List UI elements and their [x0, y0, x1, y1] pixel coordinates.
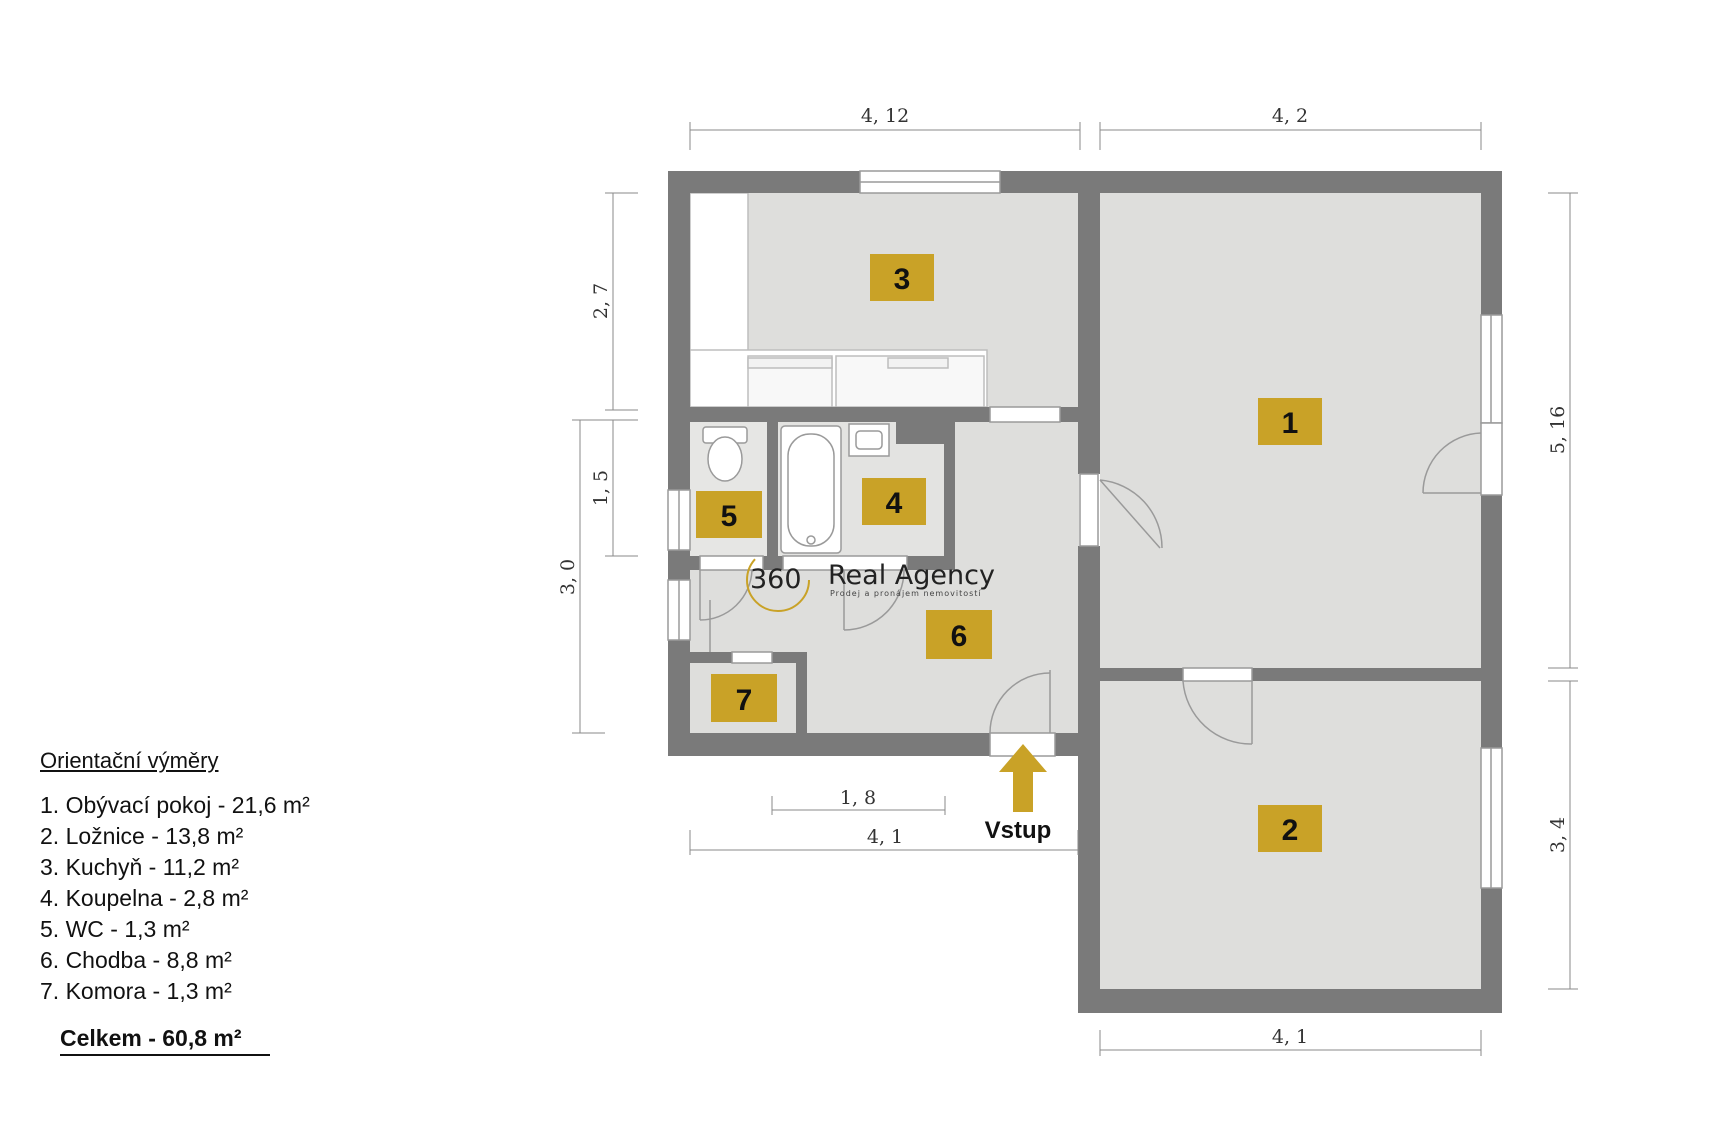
legend-list: 1. Obývací pokoj - 21,6 m² 2. Ložnice - …	[40, 790, 310, 1007]
sink-icon	[848, 423, 890, 457]
area-legend: Orientační výměry 1. Obývací pokoj - 21,…	[40, 748, 310, 1056]
dimension-bottom-inner: 1, 8	[840, 787, 876, 809]
legend-item: 7. Komora - 1,3 m²	[40, 978, 232, 1004]
room-labels: 1 2 3 4 5 6 7	[696, 254, 1322, 852]
entrance-marker: Vstup	[985, 744, 1052, 844]
svg-text:5: 5	[721, 500, 738, 533]
dimension-top-left: 4, 12	[861, 105, 909, 127]
dimension-bottom-left: 4, 1	[867, 826, 903, 848]
legend-total: Celkem - 60,8 m²	[60, 1025, 270, 1056]
logo-circle-icon	[746, 548, 810, 612]
room-label-7: 7	[711, 674, 777, 722]
room-label-1: 1	[1258, 398, 1322, 445]
svg-text:6: 6	[951, 620, 968, 653]
kitchen-counters	[689, 192, 988, 408]
toilet-icon	[702, 426, 748, 482]
dimension-labels: 4, 12 4, 2 2, 7 1, 5 3, 0 5, 16 3, 4 1, …	[557, 105, 1569, 1048]
dimension-lines	[572, 122, 1578, 1056]
legend-item: 6. Chodba - 8,8 m²	[40, 947, 232, 973]
dimension-right-upper: 5, 16	[1547, 406, 1569, 454]
svg-text:7: 7	[736, 684, 753, 717]
dimension-left-lower: 3, 0	[557, 559, 579, 595]
doors	[699, 406, 1503, 757]
room-label-5: 5	[696, 491, 762, 538]
svg-text:4: 4	[886, 487, 903, 520]
fixtures	[702, 423, 890, 554]
logo-tagline: Prodej a pronájem nemovitostí	[830, 589, 982, 598]
svg-text:2: 2	[1282, 814, 1299, 847]
svg-text:3: 3	[894, 263, 911, 296]
room-label-3: 3	[870, 254, 934, 301]
room-label-2: 2	[1258, 805, 1322, 852]
dimension-right-lower: 3, 4	[1547, 817, 1569, 853]
room-label-4: 4	[862, 478, 926, 525]
legend-item: 1. Obývací pokoj - 21,6 m²	[40, 792, 310, 818]
legend-item: 4. Koupelna - 2,8 m²	[40, 885, 249, 911]
room-label-6: 6	[926, 610, 992, 659]
legend-title: Orientační výměry	[40, 748, 219, 773]
entrance-label: Vstup	[985, 817, 1052, 844]
legend-item: 3. Kuchyň - 11,2 m²	[40, 854, 239, 880]
legend-item: 2. Ložnice - 13,8 m²	[40, 823, 244, 849]
dimension-left-upper: 2, 7	[590, 283, 612, 319]
logo-number: 360	[750, 564, 802, 595]
bathtub-icon	[780, 425, 842, 554]
dimension-bottom-right: 4, 1	[1272, 1026, 1308, 1048]
legend-item: 5. WC - 1,3 m²	[40, 916, 190, 942]
svg-text:1: 1	[1282, 407, 1299, 440]
dimension-left-middle: 1, 5	[590, 470, 612, 506]
agency-logo: 360 Real Agency Prodej a pronájem nemovi…	[746, 548, 995, 612]
entrance-arrow-icon	[999, 744, 1047, 812]
logo-name: Real Agency	[828, 560, 995, 591]
windows	[667, 170, 1503, 889]
dimension-top-right: 4, 2	[1272, 105, 1308, 127]
